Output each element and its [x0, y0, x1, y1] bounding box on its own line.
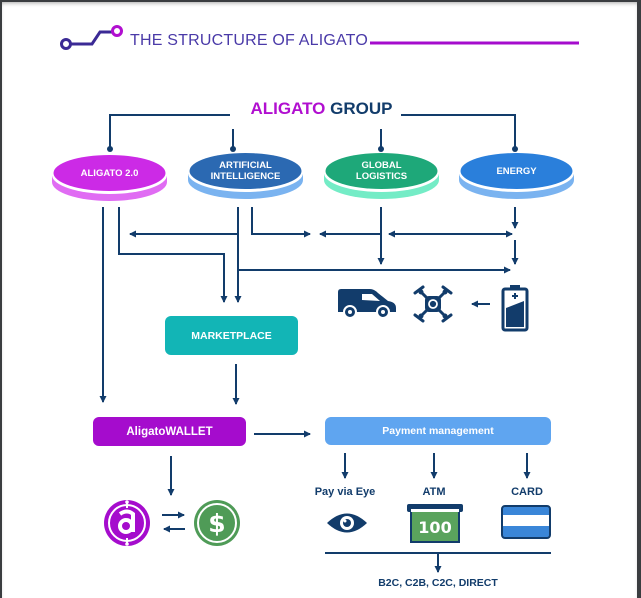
disk-shape	[52, 155, 167, 201]
division-label: ENERGY	[496, 165, 537, 177]
group-bracket-right	[394, 114, 516, 147]
disk-top	[325, 153, 438, 189]
disk-shape	[324, 153, 439, 199]
arrow-ai-to-logistics	[251, 207, 311, 238]
group-title-main: GROUP	[330, 99, 393, 118]
payment-management-box[interactable]: Payment management	[325, 417, 551, 445]
group-bracket-left	[109, 114, 230, 147]
method-label-eye: Pay via Eye	[314, 486, 376, 498]
van-icon	[338, 289, 396, 319]
circuit-connector-icon	[60, 25, 123, 50]
payment-channels: B2C, C2B, C2C, DIRECT	[378, 577, 498, 589]
group-title: ALIGATO GROUP	[2, 99, 637, 119]
aligato-wallet-box[interactable]: AligatoWALLET	[93, 417, 246, 446]
atm-amount: 100	[418, 518, 451, 537]
method-label-atm: ATM	[422, 486, 446, 498]
disk-shape	[459, 153, 574, 199]
marketplace-box[interactable]: MARKETPLACE	[165, 316, 298, 355]
group-title-accent: ALIGATO	[250, 99, 326, 118]
division-aligato[interactable]: ALIGATO 2.0	[52, 154, 167, 202]
arrow-aligato-to-marketplace	[118, 207, 228, 303]
eye-icon[interactable]	[326, 510, 368, 536]
disk-top	[460, 153, 573, 189]
drone-icon	[413, 285, 453, 323]
division-energy[interactable]: ENERGY	[459, 152, 574, 200]
header-decoration	[60, 25, 579, 50]
disk-top	[189, 153, 302, 189]
atm-icon[interactable]: 100	[406, 503, 464, 543]
division-label: ALIGATO 2.0	[80, 167, 139, 179]
dollar-coin-icon: $	[194, 500, 240, 546]
battery-icon	[501, 285, 529, 332]
method-label-card: CARD	[511, 486, 543, 498]
disk-shape	[188, 153, 303, 199]
disk-top	[53, 155, 166, 191]
card-icon[interactable]	[501, 505, 551, 539]
aligato-coin-icon	[104, 500, 150, 546]
dollar-symbol: $	[208, 509, 225, 538]
page-title: THE STRUCTURE OF ALIGATO	[130, 32, 369, 49]
